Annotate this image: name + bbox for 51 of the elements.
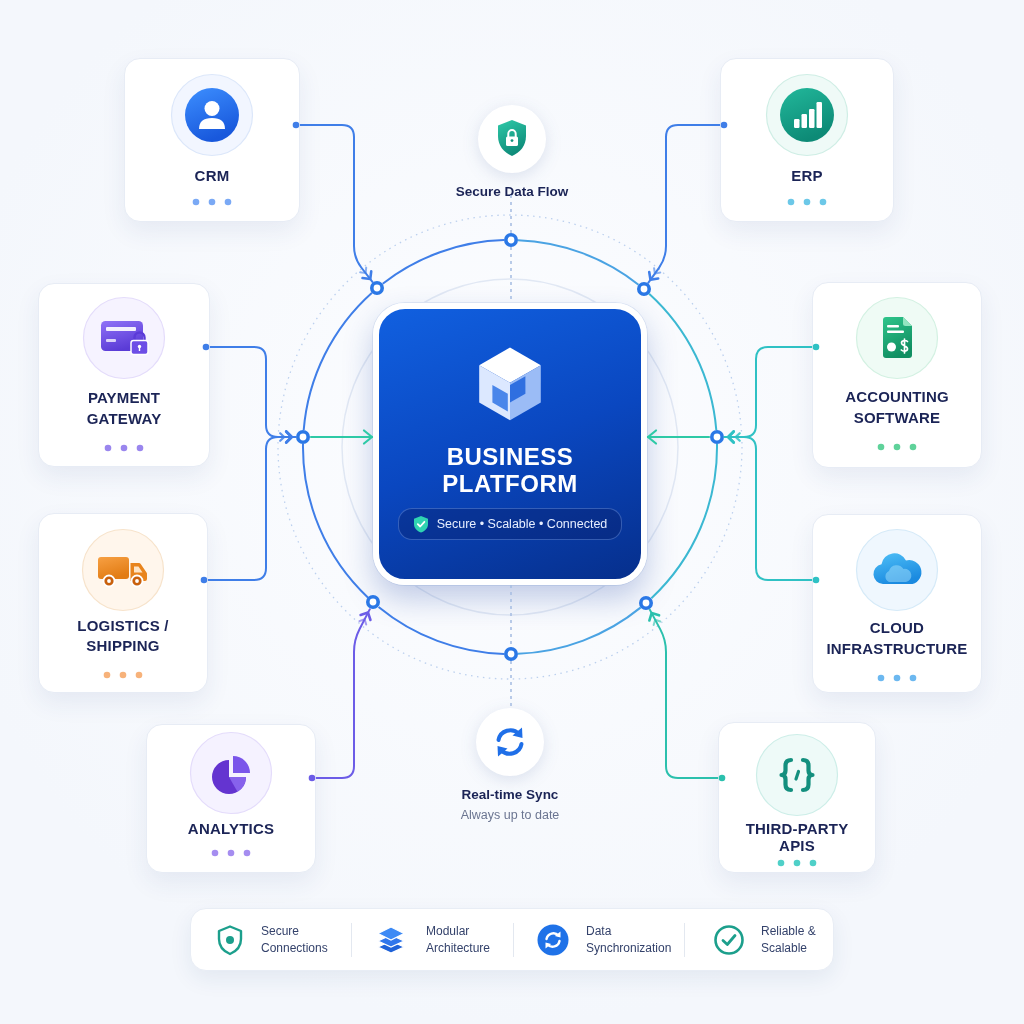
card-title: THIRD-PARTY APIS [744,820,850,854]
arrow [648,608,726,782]
integration-card [812,514,982,693]
card-title: ERP [791,167,823,185]
ring-arc [517,239,640,286]
feature-label: Data Synchronization [586,922,673,957]
feature-label: Modular Architecture [426,922,492,957]
card-title: ANALYTICS [187,820,275,838]
arrow [292,121,374,284]
card-title: CLOUD INFRASTRUCTURE [825,618,969,659]
integration-card [38,513,208,693]
badge-subtitle: Always up to date [460,807,560,823]
junction-dot [503,232,519,248]
ring-arc [302,442,370,599]
arrow [646,429,711,445]
integration-card [812,282,982,468]
dashed-line [510,194,512,234]
junction-dot [638,594,655,611]
feature-label: Reliable & Scalable [761,922,817,957]
integration-card [146,724,316,873]
junction-dot [708,428,725,445]
ring-arc [648,292,718,431]
arrow [722,430,820,584]
integration-card [124,58,300,222]
card-title: CRM [194,167,230,185]
arrow [309,429,374,445]
feature-label: Secure Connections [261,922,329,957]
junction-dot [369,280,386,297]
badge-title: Secure Data Flow [455,183,569,200]
dashed-line [510,660,512,707]
arrow [308,607,372,782]
platform-card [373,303,647,585]
card-title: LOGISTICS / SHIPPING [76,616,170,656]
card-title: ACCOUNTING SOFTWARE [844,387,950,428]
badge-title: Real-time Sync [461,786,559,803]
ring-arc [517,606,642,655]
tagline-text: Secure • Scalable • Connected [436,517,608,531]
arrow [646,121,728,285]
integration-card [718,722,876,873]
junction-dot [503,646,519,662]
ring-arc [650,442,718,600]
platform-title: BUSINESS PLATFORM [441,443,579,497]
junction-dot [295,428,312,445]
ring-arc [381,239,505,285]
card-title: PAYMENT GATEWAY [85,388,163,429]
ring-arc [377,605,505,655]
integration-card [720,58,894,222]
ring-arc [302,291,373,431]
junction-dot [635,281,652,298]
integration-card [38,283,210,467]
junction-dot [365,594,382,611]
